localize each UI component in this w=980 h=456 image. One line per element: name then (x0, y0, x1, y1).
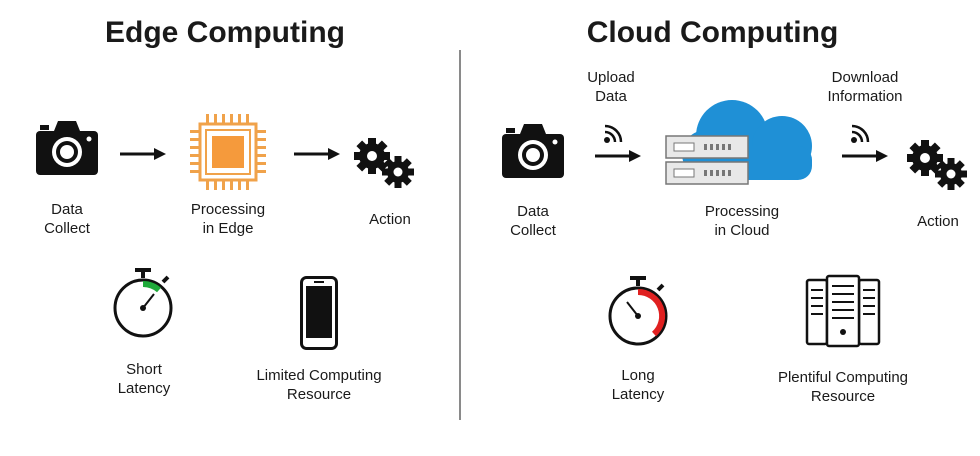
gears-icon (907, 140, 967, 190)
wifi-signal-icon (604, 124, 623, 143)
arrow-right-icon (842, 150, 888, 162)
arrow-right-icon (294, 148, 340, 160)
server-tower-icon (805, 274, 881, 348)
arrow-right-icon (120, 148, 166, 160)
processor-chip-icon (190, 114, 266, 190)
stopwatch-short-icon (113, 268, 173, 338)
section-divider (459, 50, 461, 420)
edge-action-label: Action (369, 211, 411, 228)
cloud-server-icon (665, 100, 812, 185)
gears-icon (354, 138, 414, 188)
edge-title: Edge Computing (105, 16, 345, 49)
arrow-right-icon (595, 150, 641, 162)
camera-icon (36, 121, 98, 175)
wifi-signal-icon (851, 124, 870, 143)
cloud-title: Cloud Computing (586, 16, 839, 49)
smartphone-icon (300, 276, 338, 350)
stopwatch-long-icon (608, 276, 668, 346)
camera-icon (502, 124, 564, 178)
cloud-action-label: Action (917, 213, 959, 230)
